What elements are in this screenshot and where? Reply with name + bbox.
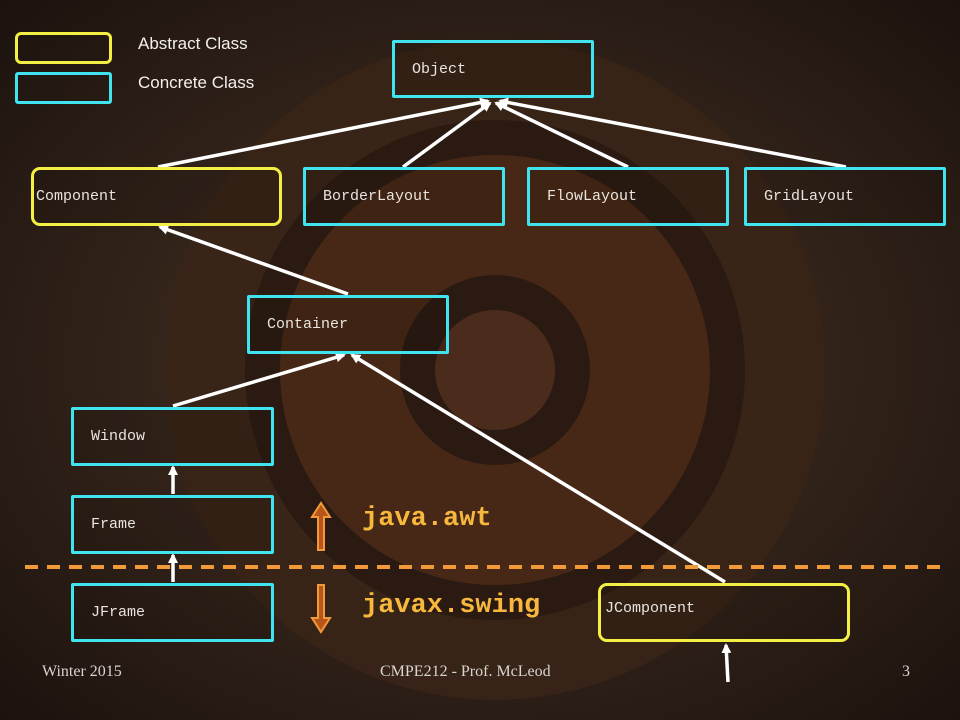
footer-course: CMPE212 - Prof. McLeod [380,663,551,680]
class-gridlayout: GridLayout [744,167,946,226]
class-frame-label: Frame [91,516,137,533]
package-awt-label: java.awt [362,504,492,534]
class-window: Window [71,407,274,466]
class-jframe: JFrame [71,583,274,642]
class-gridlayout-label: GridLayout [764,188,855,205]
class-jcomponent: JComponent [598,583,850,642]
class-container-label: Container [267,316,349,333]
class-container: Container [247,295,449,354]
class-borderlayout: BorderLayout [303,167,505,226]
legend-concrete-swatch [15,72,112,104]
class-frame: Frame [71,495,274,554]
class-component-label: Component [36,188,118,205]
class-jframe-label: JFrame [91,604,146,621]
class-flowlayout: FlowLayout [527,167,729,226]
slide-number: 3 [902,663,910,680]
class-object: Object [392,40,594,98]
class-object-label: Object [412,60,467,78]
legend-abstract-label: Abstract Class [138,34,248,53]
package-swing-label: javax.swing [362,591,541,621]
legend-concrete-label: Concrete Class [138,73,255,92]
class-jcomponent-label: JComponent [605,600,696,617]
class-borderlayout-label: BorderLayout [323,188,432,205]
class-component: Component [31,167,282,226]
legend-abstract-swatch [15,32,112,64]
class-window-label: Window [91,428,146,445]
class-flowlayout-label: FlowLayout [547,188,638,205]
footer-date: Winter 2015 [42,663,122,680]
